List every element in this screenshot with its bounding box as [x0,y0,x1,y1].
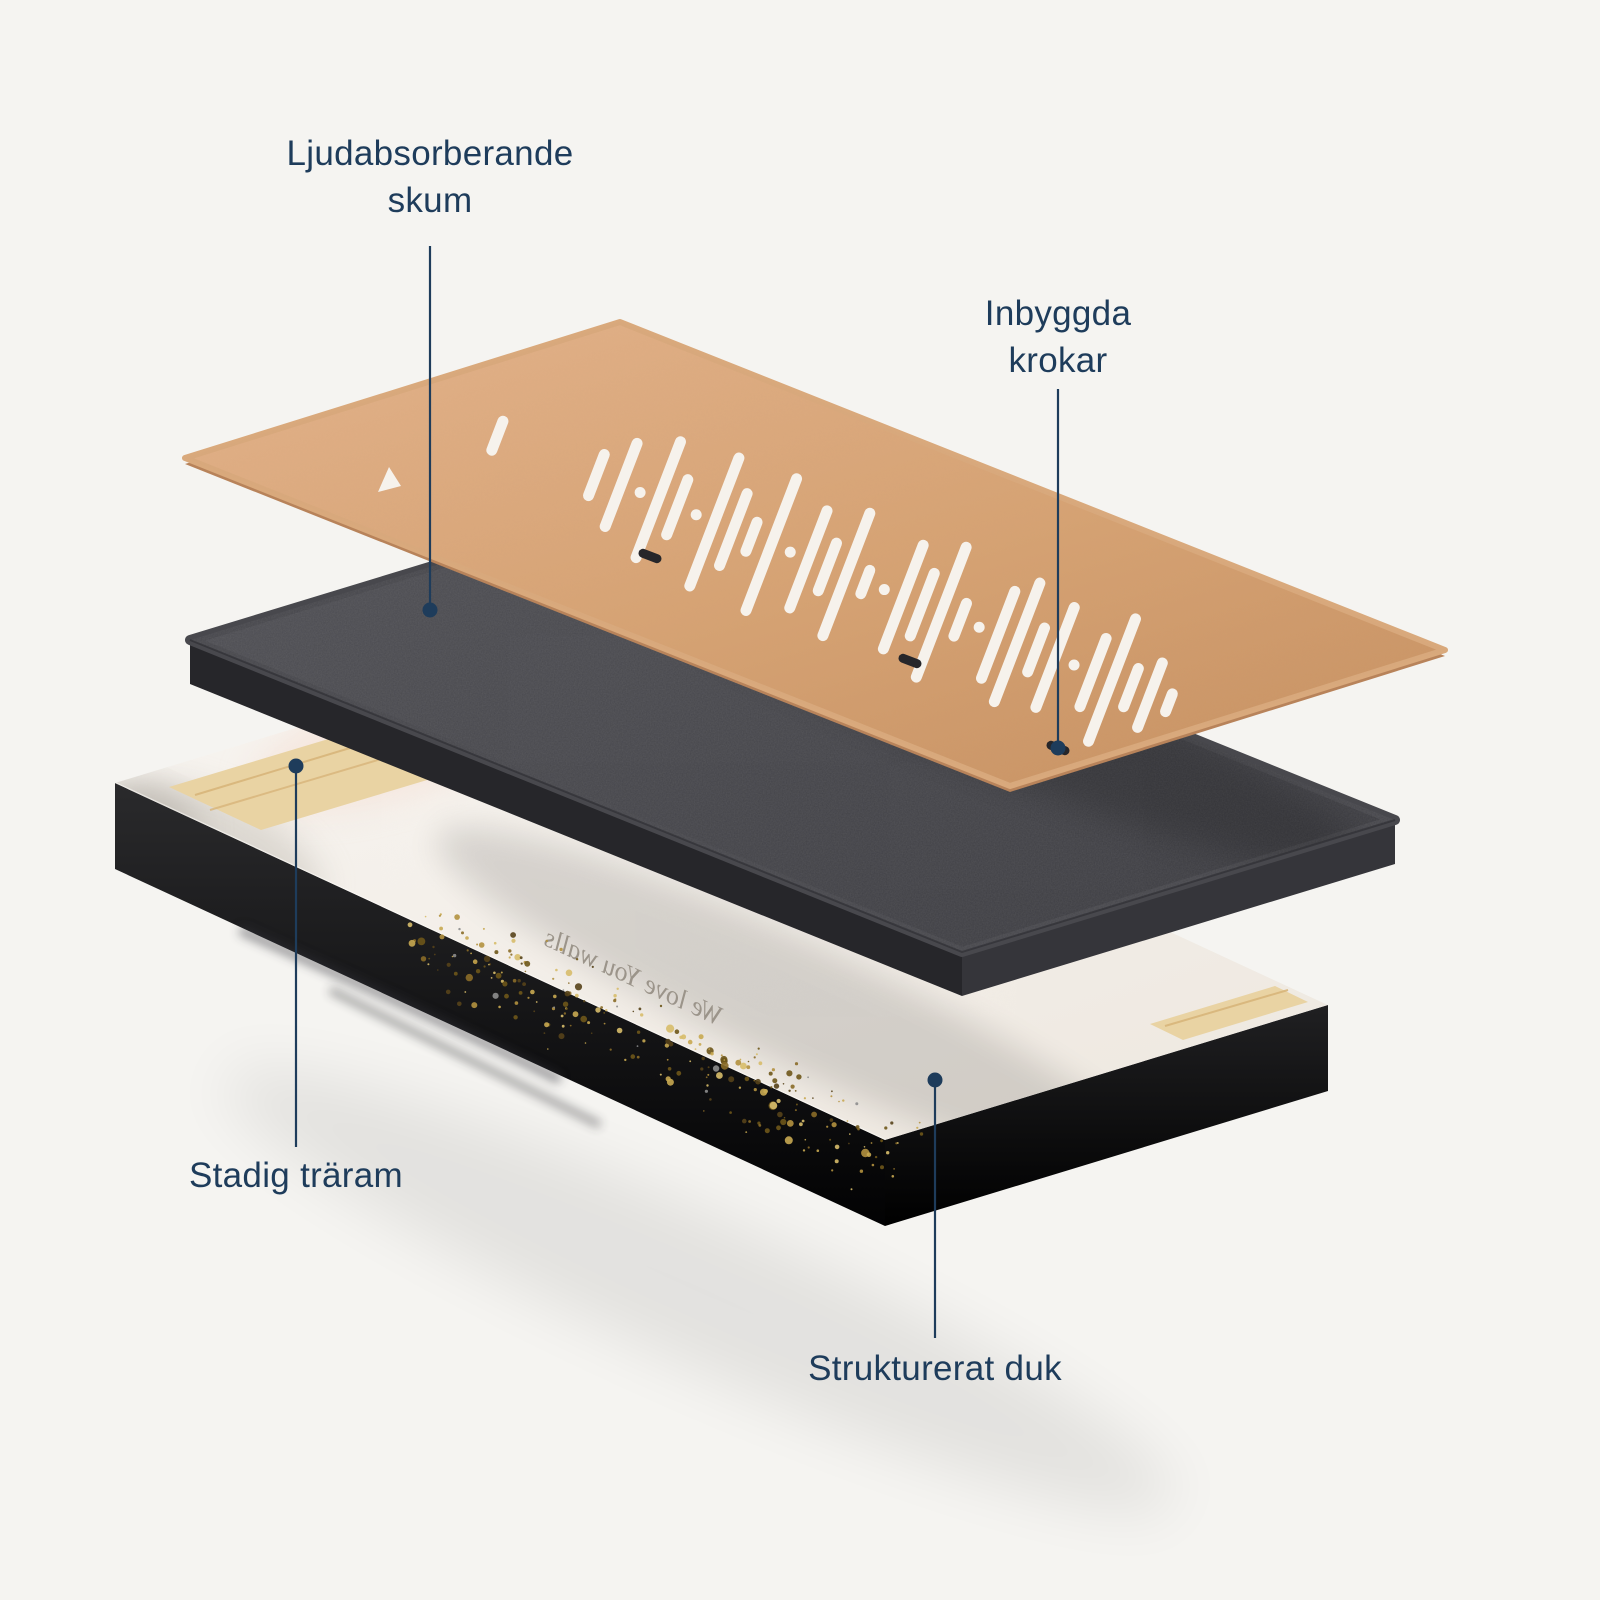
label-foam-line1: Ljudabsorberande [286,134,574,173]
ground-shadow [223,1067,1177,1513]
back-board [182,319,1448,792]
gold-speckles [407,913,924,1191]
waveform-slots [378,415,1178,747]
leader-dot-hooks [1050,740,1066,756]
label-canvas: Strukturerat duk [808,1346,1062,1393]
wood-strip-right [1150,986,1308,1040]
canvas-side-left [115,783,885,1226]
label-frame: Stadig träram [189,1153,403,1200]
canvas-side-right [885,1005,1328,1226]
label-hooks-line2: krokar [1008,340,1108,380]
foam-cast-shadow [436,826,1164,1140]
label-foam: Ljudabsorberande skum [287,131,574,225]
leader-dots [288,602,1066,1088]
leader-dot-canvas [927,1072,943,1088]
foam-side-left [190,640,962,996]
leader-dot-frame [288,758,304,774]
leader-dot-foam [422,602,438,618]
foam-side-right [962,820,1395,996]
label-foam-line2: skum [387,180,473,220]
label-frame-line1: Stadig träram [189,1156,403,1195]
label-hooks: Inbyggda krokar [985,291,1131,385]
label-canvas-line1: Strukturerat duk [808,1349,1062,1388]
label-hooks-line1: Inbyggda [984,294,1132,333]
leader-lines [294,246,1060,1338]
